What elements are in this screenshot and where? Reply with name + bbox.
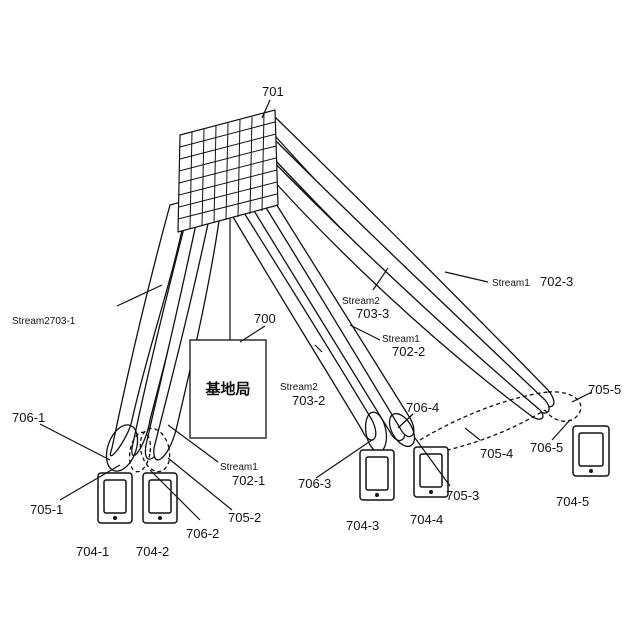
label-702-3: 702-3 <box>540 274 573 289</box>
label-stream2-703-1: Stream2703-1 <box>12 316 76 327</box>
leader-702-3 <box>445 272 488 282</box>
label-704-3: 704-3 <box>346 518 379 533</box>
label-704-1: 704-1 <box>76 544 109 559</box>
label-703-2: 703-2 <box>292 393 325 408</box>
label-stream2-mid: Stream2 <box>280 382 318 393</box>
device-704-1 <box>98 473 132 523</box>
label-705-1: 705-1 <box>30 502 63 517</box>
label-705-5: 705-5 <box>588 382 621 397</box>
label-706-3: 706-3 <box>298 476 331 491</box>
leader-706-1 <box>40 424 110 460</box>
leader-706-5 <box>552 420 570 440</box>
label-702-2: 702-2 <box>392 344 425 359</box>
label-706-1: 706-1 <box>12 410 45 425</box>
label-706-2: 706-2 <box>186 526 219 541</box>
device-704-4 <box>414 447 448 497</box>
label-704-4: 704-4 <box>410 512 443 527</box>
label-703-3: 703-3 <box>356 306 389 321</box>
label-stream1-right: Stream1 <box>492 278 530 289</box>
label-705-2: 705-2 <box>228 510 261 525</box>
label-700: 700 <box>254 311 276 326</box>
label-704-2: 704-2 <box>136 544 169 559</box>
label-704-5: 704-5 <box>556 494 589 509</box>
label-705-3: 705-3 <box>446 488 479 503</box>
leader-705-4 <box>465 428 480 440</box>
label-706-5: 706-5 <box>530 440 563 455</box>
device-704-5 <box>573 426 609 476</box>
label-706-4: 706-4 <box>406 400 439 415</box>
label-701: 701 <box>262 84 284 99</box>
label-stream1-left: Stream1 <box>220 462 258 473</box>
device-704-3 <box>360 450 394 500</box>
label-705-4: 705-4 <box>480 446 513 461</box>
label-702-1: 702-1 <box>232 473 265 488</box>
base-station-text: 基地局 <box>204 380 250 398</box>
